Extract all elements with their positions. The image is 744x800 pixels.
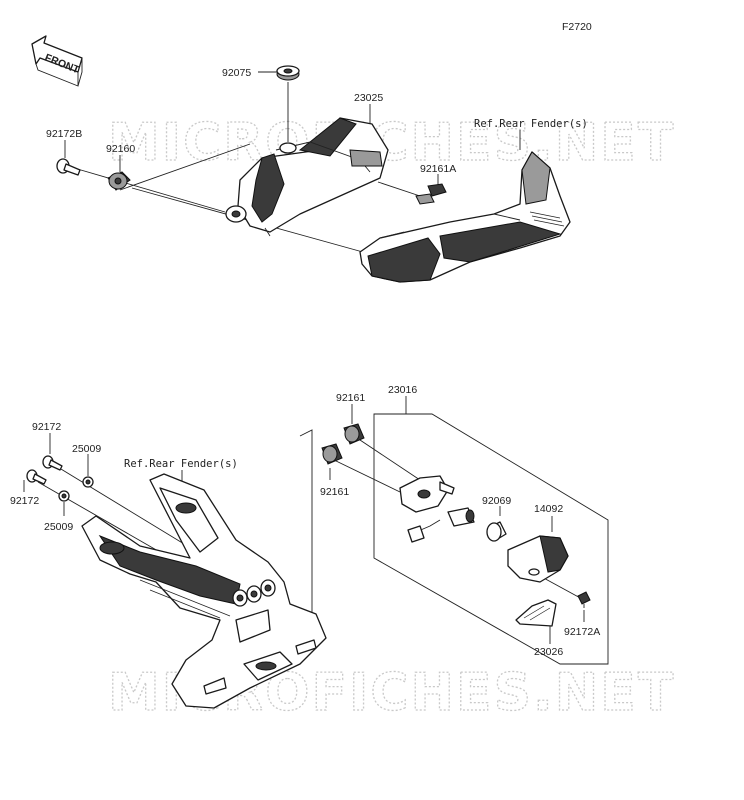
label-25009-a: 25009	[72, 443, 101, 455]
label-92161-a: 92161	[336, 392, 365, 404]
label-92069: 92069	[482, 495, 511, 507]
grommet-92161-b	[321, 443, 343, 465]
label-23016: 23016	[388, 384, 417, 396]
label-23025: 23025	[354, 92, 383, 104]
washer-25009-b	[58, 490, 70, 502]
grommet-92161-a	[343, 423, 365, 445]
socket-23016	[399, 475, 475, 543]
watermark-top: MICROFICHES.NET	[108, 113, 675, 173]
label-92172-b: 92172	[10, 495, 39, 507]
lamp-line	[333, 435, 585, 601]
rear-fender-bottom	[81, 473, 327, 709]
label-ref-rear-fender-top: Ref.Rear Fender(s)	[474, 118, 588, 130]
leader-92075	[258, 71, 289, 142]
label-ref-rear-fender-bottom: Ref.Rear Fender(s)	[124, 458, 238, 470]
clip-92161a	[415, 183, 447, 205]
label-92075: 92075	[222, 67, 251, 79]
rear-fender-top	[359, 151, 571, 283]
damper-92160	[107, 171, 131, 191]
label-92172b: 92172B	[46, 128, 82, 140]
reflector-23026	[515, 599, 557, 627]
assembly-box	[373, 413, 609, 665]
label-92172-a: 92172	[32, 421, 61, 433]
front-arrow-icon: FRONT	[31, 35, 83, 87]
diagram-code: F2720	[562, 21, 592, 33]
bolt-92172b	[56, 158, 81, 176]
lens-14092	[507, 535, 569, 583]
bracket-line	[299, 429, 313, 637]
bulb-92069	[486, 521, 507, 542]
washer-25009-a	[82, 476, 94, 488]
label-92172a: 92172A	[564, 626, 600, 638]
leader-clip	[377, 181, 421, 197]
label-14092: 14092	[534, 503, 563, 515]
label-92160: 92160	[106, 143, 135, 155]
label-92161-b: 92161	[320, 486, 349, 498]
screw-92172a	[577, 591, 591, 608]
label-92161a: 92161A	[420, 163, 456, 175]
label-23026: 23026	[534, 646, 563, 658]
label-25009-b: 25009	[44, 521, 73, 533]
bolt-92172-b	[26, 469, 47, 485]
bracket-23025	[225, 117, 389, 237]
bolt-92172-a	[42, 455, 63, 471]
grommet-92075	[276, 65, 300, 81]
